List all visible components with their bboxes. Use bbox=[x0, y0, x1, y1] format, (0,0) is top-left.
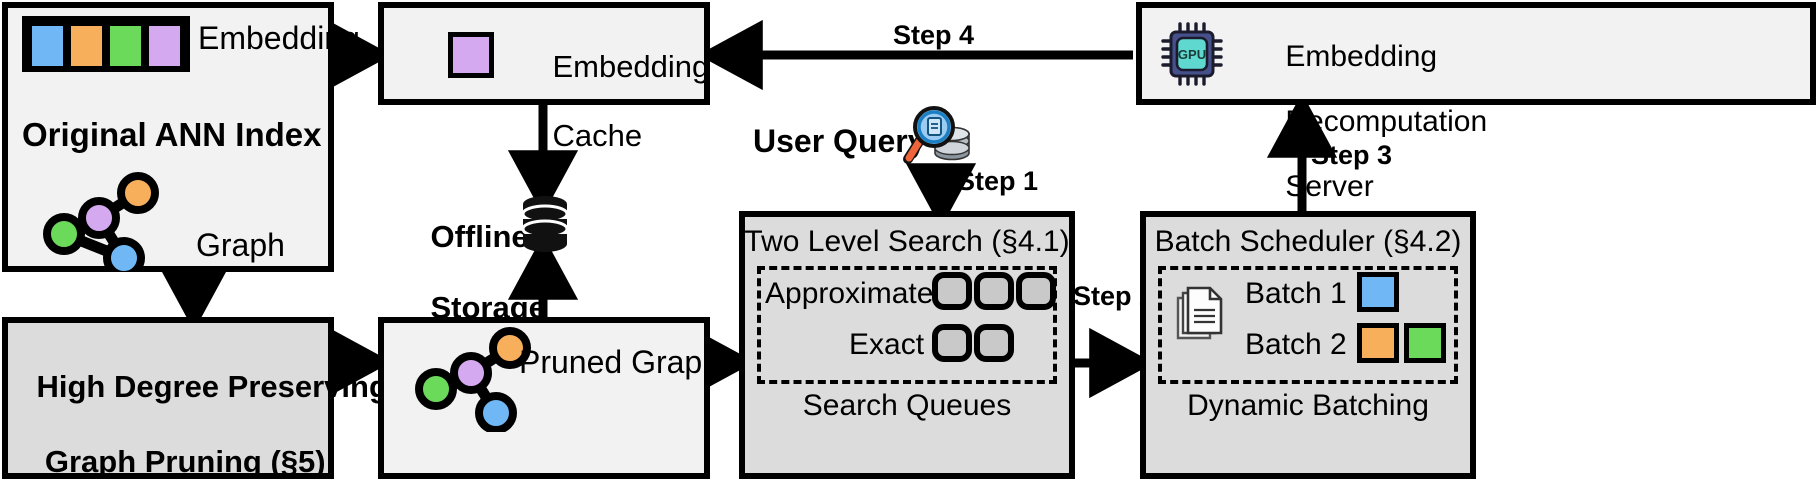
document-stack-icon bbox=[1176, 286, 1223, 340]
exact-queue-slot-1[interactable] bbox=[932, 324, 972, 362]
high-degree-pruning-box[interactable] bbox=[2, 317, 334, 479]
batch-2-chip-orange bbox=[1357, 323, 1399, 363]
batch-scheduler-title: Batch Scheduler (§4.2) bbox=[1154, 225, 1462, 258]
gpu-chip-icon: GPU bbox=[1161, 22, 1223, 86]
server-label-line1: Embedding bbox=[1285, 40, 1438, 74]
user-query-label: User Query bbox=[753, 123, 926, 159]
dynamic-batching-caption: Dynamic Batching bbox=[1187, 389, 1429, 422]
approximate-queue-slot-3[interactable] bbox=[1016, 272, 1056, 310]
svg-text:GPU: GPU bbox=[1178, 47, 1206, 62]
pruned-graph-label: Pruned Graph bbox=[519, 344, 721, 380]
step-3-label: Step 3 bbox=[1311, 140, 1393, 170]
dynamic-batching-dashed-region bbox=[1158, 266, 1458, 384]
approximate-queue-slot-1[interactable] bbox=[932, 272, 972, 310]
batch-2-label: Batch 2 bbox=[1245, 328, 1347, 361]
search-queues-caption: Search Queues bbox=[802, 389, 1012, 422]
embedding-recomputation-server-label: Embedding Recomputation Server bbox=[1252, 9, 1487, 236]
offline-storage-line1: Offline bbox=[430, 219, 529, 255]
embedding-label: Embedding bbox=[198, 20, 360, 56]
embedding-cell-purple bbox=[145, 22, 184, 70]
exact-queue-slot-2[interactable] bbox=[974, 324, 1014, 362]
embedding-cell-green bbox=[106, 22, 145, 70]
batch-1-label: Batch 1 bbox=[1245, 277, 1347, 310]
magnifier-database-icon bbox=[903, 106, 970, 164]
index-graph-icon bbox=[43, 172, 159, 272]
step-1-label: Step 1 bbox=[957, 166, 1039, 196]
high-degree-pruning-label: High Degree Preserving Graph Pruning (§5… bbox=[2, 330, 387, 481]
embedding-cache-box[interactable] bbox=[378, 2, 710, 105]
step-4-label: Step 4 bbox=[893, 20, 975, 50]
pruning-line1: High Degree Preserving bbox=[36, 368, 388, 404]
embedding-strip-icon bbox=[22, 16, 190, 72]
two-level-search-title: Two Level Search (§4.1) bbox=[744, 225, 1070, 258]
embedding-recomputation-server-box[interactable] bbox=[1136, 2, 1816, 105]
embedding-cache-label-line2: Cache bbox=[552, 118, 643, 154]
database-cylinder-icon bbox=[521, 196, 569, 252]
approximate-label: Approximate bbox=[765, 277, 934, 310]
embedding-cache-label: Embedding Cache bbox=[518, 15, 709, 189]
batch-1-chip-blue bbox=[1357, 272, 1399, 312]
embedding-cell-orange bbox=[67, 22, 106, 70]
server-label-line3: Server bbox=[1285, 169, 1374, 203]
embedding-cache-label-line1: Embedding bbox=[552, 48, 710, 84]
pruned-graph-icon bbox=[415, 327, 531, 432]
exact-label: Exact bbox=[849, 328, 925, 361]
purple-square-icon bbox=[448, 32, 494, 78]
server-label-line2: Recomputation bbox=[1285, 105, 1488, 139]
graph-label: Graph bbox=[196, 227, 285, 263]
search-queues-dashed-region bbox=[757, 266, 1057, 384]
embedding-cell-blue bbox=[28, 22, 67, 70]
two-level-search-box[interactable] bbox=[739, 211, 1075, 479]
approximate-queue-slot-2[interactable] bbox=[974, 272, 1014, 310]
original-ann-index-title: Original ANN Index bbox=[22, 116, 322, 153]
batch-2-chip-green bbox=[1404, 323, 1446, 363]
pruning-line2: Graph Pruning (§5) bbox=[44, 444, 326, 480]
